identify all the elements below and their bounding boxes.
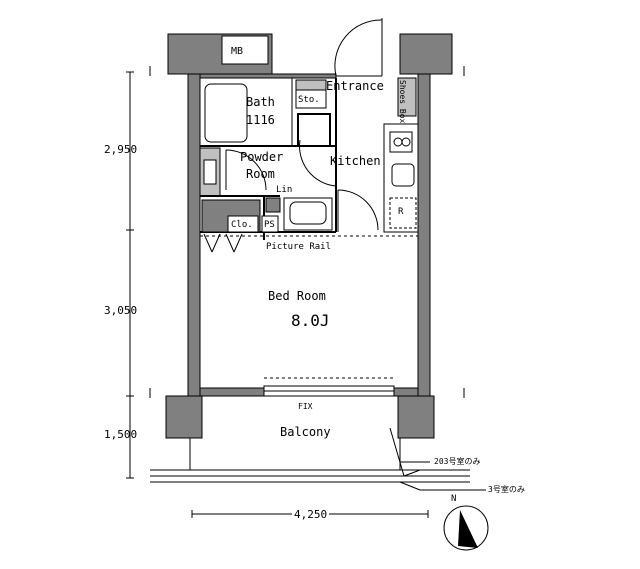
shoes-box-label: Shoes Box — [398, 80, 407, 124]
shoes-box — [397, 77, 417, 117]
bath-label: Bath — [246, 95, 275, 109]
grid-ticks — [149, 66, 465, 398]
bath-unit — [199, 77, 293, 147]
linen-label: Lin — [276, 185, 293, 195]
powder-room-label: Powder — [240, 150, 284, 164]
note-203-label: 203号室のみ — [434, 457, 481, 466]
dim-label-3050: 3,050 — [104, 304, 138, 317]
kitchen-label: Kitchen — [330, 154, 381, 168]
entrance-label: Entrance — [326, 79, 384, 93]
entrance-door — [334, 18, 383, 77]
bath-code-label: 1116 — [246, 113, 275, 127]
note-3-label: 3号室のみ — [488, 485, 525, 494]
balcony-label: Balcony — [280, 425, 331, 439]
kitchen-counter — [383, 123, 419, 233]
exterior-walls — [187, 73, 431, 397]
dim-label-2950: 2,950 — [104, 143, 138, 156]
north-compass — [443, 505, 489, 551]
vertical-dimension-line — [126, 71, 134, 479]
closet — [201, 199, 279, 253]
balcony-window — [263, 377, 395, 397]
storage-label: Sto. — [298, 95, 320, 105]
powder-room-label-2: Room — [246, 167, 275, 181]
bedroom-size-label: 8.0J — [291, 311, 330, 330]
closet-label: Clo. — [231, 220, 253, 230]
dim-label-4250: 4,250 — [292, 508, 330, 521]
picture-rail-label: Picture Rail — [266, 242, 332, 252]
linen-shelf — [265, 197, 281, 213]
powder-room-fixtures — [199, 139, 337, 197]
mb-box — [221, 35, 269, 65]
kitchen-door — [337, 189, 379, 232]
storage-inner — [295, 89, 327, 109]
compass-north-label: N — [451, 494, 457, 504]
window-fix-label: FIX — [298, 402, 313, 411]
sink-bowl — [289, 201, 327, 225]
fridge-label: R — [398, 207, 404, 217]
dim-label-1500: 1,500 — [104, 428, 138, 441]
balcony-railing — [150, 427, 486, 491]
washer-pan — [297, 113, 331, 147]
bedroom-label: Bed Room — [268, 289, 326, 303]
pipe-space-label: PS — [264, 220, 275, 230]
mb-label: MB — [231, 46, 244, 57]
